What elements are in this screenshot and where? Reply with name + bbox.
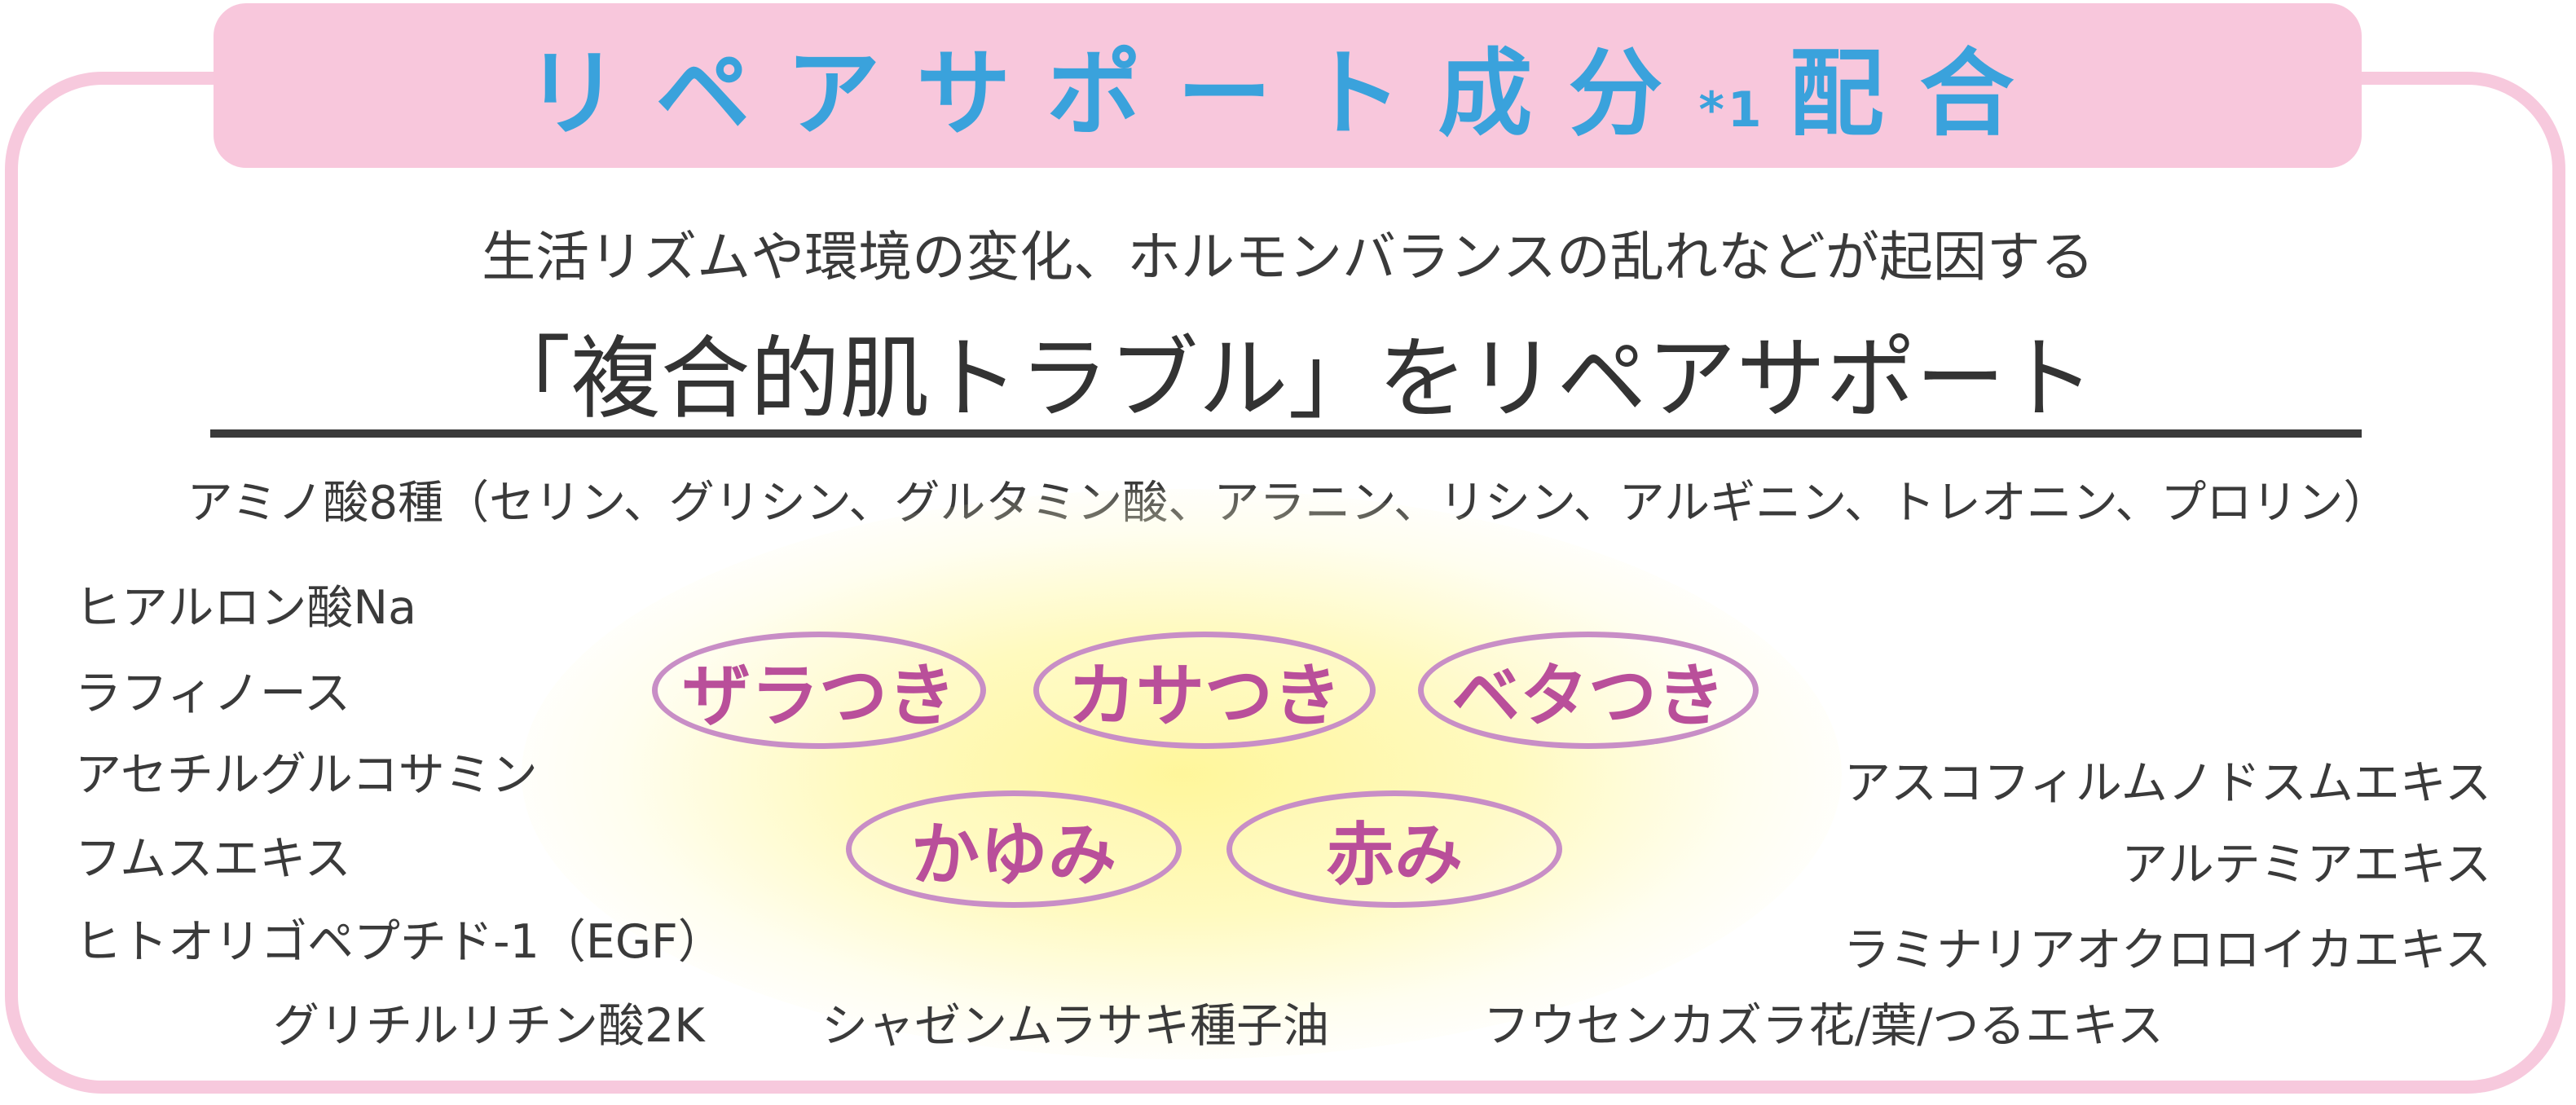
ingredient-bottom-1: グリチルリチン酸2K: [273, 999, 705, 1053]
trouble-badge-zaratsuki: ザラつき: [652, 632, 986, 749]
header-title-note: *1: [1698, 81, 1765, 139]
trouble-badge-kasatsuki: カサつき: [1033, 632, 1376, 749]
header-banner: リペアサポート成分*1 配合: [214, 3, 2362, 168]
ingredient-right-2: アルテミアエキス: [2121, 838, 2491, 891]
trouble-badge-kayumi: かゆみ: [846, 790, 1182, 908]
header-title-main: リペアサポート成分: [525, 39, 1699, 149]
yellow-glow: [522, 489, 1842, 1059]
trouble-badge-betatsuki: ベタつき: [1418, 632, 1759, 749]
ingredient-left-4: フムスエキス: [75, 832, 351, 886]
headline: 「複合的肌トラブル」をリペアサポート: [481, 327, 2095, 431]
trouble-label: かゆみ: [910, 814, 1116, 895]
trouble-label: ベタつき: [1451, 655, 1725, 736]
ingredient-bottom-3: フウセンカズラ花/葉/つるエキス: [1483, 999, 2164, 1053]
ingredient-left-1: ヒアルロン酸Na: [75, 581, 416, 635]
header-title-tail: 配合: [1789, 39, 2050, 149]
ingredient-left-3: アセチルグルコサミン: [75, 748, 538, 802]
trouble-label: 赤み: [1325, 814, 1463, 895]
ingredient-left-2: ラフィノース: [75, 667, 351, 720]
ingredient-bottom-2: シャゼンムラサキ種子油: [821, 999, 1330, 1053]
trouble-badge-akami: 赤み: [1226, 790, 1562, 908]
divider: [210, 429, 2362, 438]
header-title: リペアサポート成分*1 配合: [525, 17, 2050, 154]
ingredient-right-1: アスコフィルムノドスムエキス: [1843, 756, 2491, 810]
trouble-label: カサつき: [1067, 655, 1341, 736]
ingredient-left-5: ヒトオリゴペプチド-1（EGF）: [75, 915, 724, 969]
trouble-label: ザラつき: [681, 655, 956, 736]
subtitle: 生活リズムや環境の変化、ホルモンバランスの乱れなどが起因する: [482, 226, 2094, 288]
ingredient-right-3: ラミナリアオクロロイカエキス: [1843, 923, 2491, 977]
